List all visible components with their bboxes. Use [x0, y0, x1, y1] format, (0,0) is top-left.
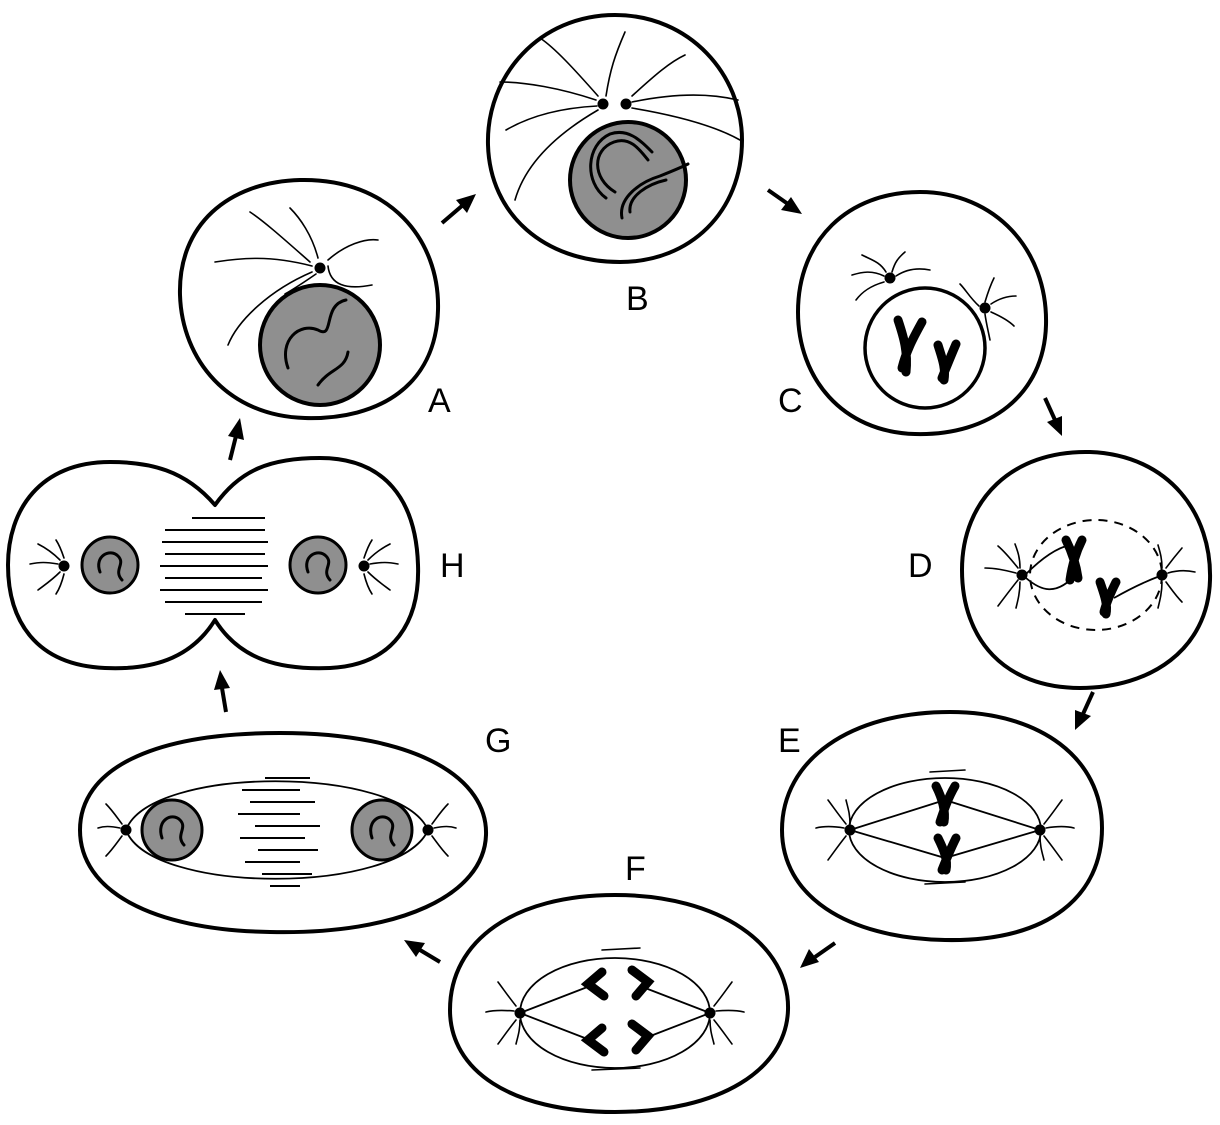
- cell-g: [80, 733, 486, 932]
- cell-h-nucleus-2: [290, 537, 346, 593]
- arrow-c-to-d: [1045, 398, 1062, 436]
- cell-c-nuclear-envelope: [865, 288, 985, 408]
- cell-h-centrosome-2: [359, 561, 370, 572]
- cell-f-centrosome-1: [515, 1008, 526, 1019]
- cell-b-nucleus: [570, 122, 686, 238]
- cell-a-nucleus: [260, 285, 380, 405]
- cell-h-centrosome-1: [59, 561, 70, 572]
- arrow-g-to-h: [214, 670, 230, 712]
- label-d: D: [908, 547, 933, 585]
- cell-b-centrosome-2: [621, 99, 632, 110]
- cell-h-membrane: [8, 458, 418, 668]
- cell-g-centrosome-2: [423, 825, 434, 836]
- cell-d: [962, 452, 1210, 688]
- label-a: A: [428, 382, 451, 420]
- label-f: F: [625, 850, 646, 888]
- cell-g-nucleus-2: [352, 800, 412, 860]
- label-c: C: [778, 382, 803, 420]
- cell-c-centrosome-2: [980, 303, 991, 314]
- cell-h-nucleus-1: [82, 537, 138, 593]
- label-g: G: [485, 722, 511, 760]
- cell-b-centrosome-1: [598, 99, 609, 110]
- arrow-e-to-f: [800, 943, 835, 968]
- cell-a-centrosome: [315, 263, 326, 274]
- cell-d-centrosome-2: [1157, 570, 1168, 581]
- arrow-a-to-b: [442, 194, 476, 223]
- cell-e-centrosome-2: [1035, 825, 1046, 836]
- cell-a: [180, 180, 438, 418]
- cell-g-nucleus-1: [142, 800, 202, 860]
- cell-d-centrosome-1: [1017, 570, 1028, 581]
- label-b: B: [626, 280, 649, 318]
- cell-f-centrosome-2: [705, 1008, 716, 1019]
- label-e: E: [778, 722, 801, 760]
- arrow-b-to-c: [768, 190, 802, 214]
- cell-f: [450, 895, 788, 1112]
- cell-h: [8, 458, 418, 668]
- cell-c-centrosome-1: [885, 273, 896, 284]
- cell-g-centrosome-1: [121, 825, 132, 836]
- arrow-f-to-g: [404, 940, 440, 962]
- cell-e-centrosome-1: [845, 825, 856, 836]
- cell-f-membrane: [450, 895, 788, 1112]
- cell-c: [798, 192, 1046, 434]
- cell-e: [782, 712, 1102, 940]
- label-h: H: [440, 547, 465, 585]
- cell-b: [488, 15, 742, 262]
- arrow-d-to-e: [1075, 692, 1093, 730]
- arrow-h-to-a: [228, 418, 244, 460]
